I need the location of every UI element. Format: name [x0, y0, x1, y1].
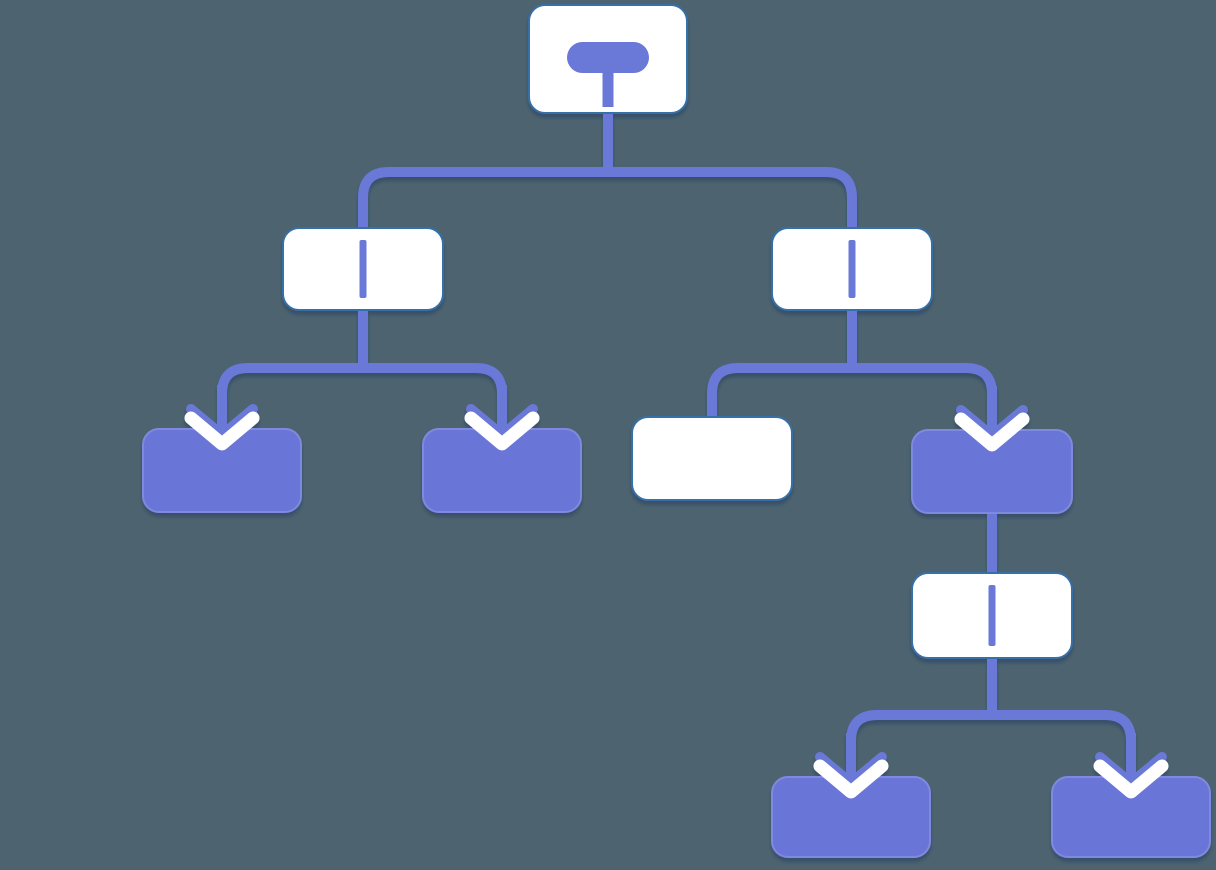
arrow-chevron-white — [464, 411, 540, 451]
arrow-chevron-purple — [815, 752, 887, 788]
empty-node[interactable] — [631, 416, 793, 501]
connector-node-right[interactable] — [771, 227, 933, 311]
edge-branches-start — [358, 167, 857, 231]
connector-node-sub[interactable] — [911, 572, 1073, 659]
arrow-chevron-white — [813, 759, 889, 799]
arrow-down-icon — [1093, 733, 1169, 799]
arrow-down-icon — [464, 385, 540, 451]
nodes-layer — [142, 4, 1211, 858]
arrow-chevron-white — [184, 411, 260, 451]
connector-node-left[interactable] — [282, 227, 444, 311]
start-node[interactable] — [528, 4, 688, 114]
arrow-chevron-purple — [956, 405, 1028, 441]
start-pill-stem — [602, 69, 614, 107]
node-box[interactable] — [631, 416, 793, 501]
start-pill-icon — [567, 42, 649, 73]
arrow-down-icon — [954, 386, 1030, 452]
edge-branches-branch-right — [707, 363, 997, 420]
connector-bar-icon — [988, 585, 996, 646]
edge-branches-branch-left — [217, 363, 507, 409]
edge-branches-branch-sub — [846, 710, 1136, 757]
arrow-chevron-white — [1093, 759, 1169, 799]
connector-bar-icon — [848, 240, 856, 298]
arrow-down-icon — [813, 733, 889, 799]
arrow-chevron-purple — [186, 404, 258, 440]
arrow-chevron-purple — [466, 404, 538, 440]
arrow-down-icon — [184, 385, 260, 451]
arrow-chevron-white — [954, 412, 1030, 452]
arrows-layer — [184, 385, 1169, 799]
edges-layer — [217, 111, 1136, 757]
arrow-chevron-purple — [1095, 752, 1167, 788]
connector-bar-icon — [359, 240, 367, 298]
